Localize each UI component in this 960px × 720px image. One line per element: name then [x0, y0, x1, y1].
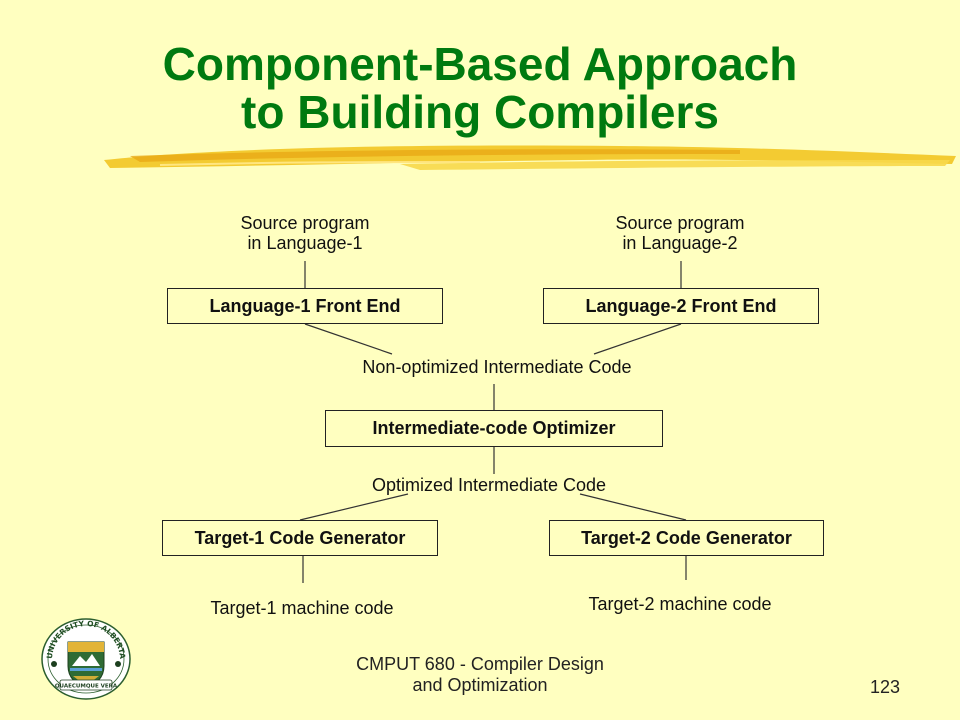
course-footer-line-2: and Optimization: [412, 675, 548, 695]
language-2-front-end-box: Language-2 Front End: [543, 288, 819, 324]
source-program-language-1: Source program in Language-1: [240, 213, 370, 253]
slide-title: Component-Based Approach to Building Com…: [0, 40, 960, 136]
language-1-front-end-box: Language-1 Front End: [167, 288, 443, 324]
svg-text:QUAECUMQUE VERA: QUAECUMQUE VERA: [55, 684, 118, 690]
non-optimized-intermediate-code-label: Non-optimized Intermediate Code: [362, 357, 632, 377]
target-1-code-generator-box: Target-1 Code Generator: [162, 520, 438, 556]
target-2-code-generator-box: Target-2 Code Generator: [549, 520, 824, 556]
slide-title-line-2: to Building Compilers: [241, 86, 719, 138]
page-number: 123: [869, 677, 900, 697]
course-footer: CMPUT 680 - Compiler Design and Optimiza…: [330, 654, 630, 696]
source-program-language-2: Source program in Language-2: [615, 213, 745, 253]
intermediate-code-optimizer-box: Intermediate-code Optimizer: [325, 410, 663, 447]
brush-underline: [104, 145, 956, 170]
course-footer-line-1: CMPUT 680 - Compiler Design: [356, 654, 604, 674]
target-2-machine-code-label: Target-2 machine code: [588, 594, 772, 614]
optimized-intermediate-code-label: Optimized Intermediate Code: [371, 475, 607, 495]
slide-title-line-1: Component-Based Approach: [162, 38, 798, 90]
university-of-alberta-seal-icon: UNIVERSITY OF ALBERTA QUAECUMQUE VERA: [41, 618, 131, 700]
target-1-machine-code-label: Target-1 machine code: [210, 598, 394, 618]
